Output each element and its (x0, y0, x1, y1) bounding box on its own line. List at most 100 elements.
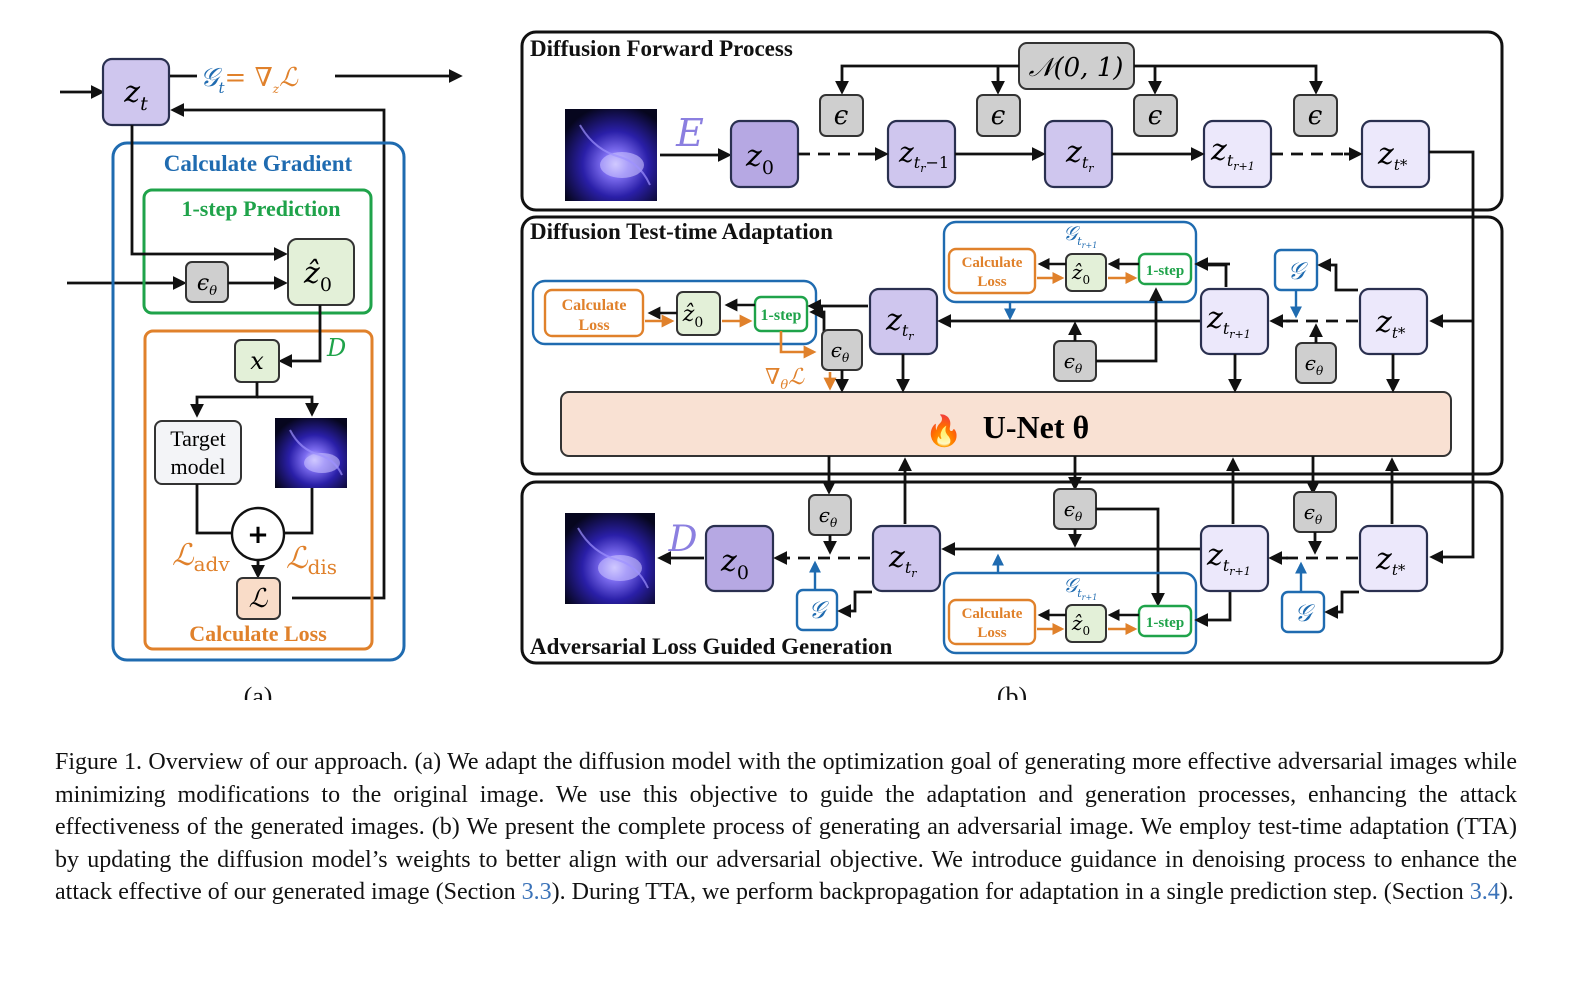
G-mid-sub: t (1077, 235, 1082, 248)
eps-tta1-label: ϵ (831, 338, 842, 362)
tta-frame (520, 215, 1504, 476)
eps-tta3-label: ϵ (1305, 351, 1316, 375)
ztrp1-tta-subsub: r+1 (1229, 328, 1250, 341)
unet-label: U-Net θ (983, 409, 1089, 445)
eq-nabla: = ∇ (225, 63, 273, 93)
z-t-label: z (123, 75, 140, 110)
eps-tta3-sub: θ (1316, 364, 1324, 378)
caption-ref-section-3-4[interactable]: 3.4 (1469, 879, 1500, 905)
image-thumbnail-generated (565, 513, 655, 604)
eps-gen2-sub: θ (1075, 510, 1083, 524)
z0hat-gen-mid-sub: 0 (1082, 624, 1090, 638)
zts-gen-sub: t* (1392, 561, 1406, 579)
G-gen-mid-sub: t (1077, 587, 1082, 600)
node-eps-4 (1293, 94, 1338, 137)
svg-text:ztr: ztr (1065, 135, 1094, 175)
svg-text:zt*: zt* (1377, 137, 1408, 174)
L-dis-label: ℒ (286, 541, 309, 576)
calc-loss-tta-mid-l2: Loss (977, 274, 1006, 290)
ztr-tta-sub: t (902, 321, 909, 340)
caption-ref-section-3-3[interactable]: 3.3 (521, 879, 552, 905)
one-step-tta-mid-label: 1-step (1146, 263, 1184, 279)
svg-text:ztr+1: ztr+1 (1206, 301, 1251, 341)
ztr-f-subsub: r (1088, 162, 1094, 175)
unet-flame-icon: 🔥 (925, 413, 962, 448)
caption-text-3: ). (1499, 879, 1514, 905)
caption-text-2: ). During TTA, we perform backpropagatio… (551, 879, 1470, 905)
zts-f-label: z (1377, 137, 1394, 172)
ztr-f-sub: t (1082, 153, 1089, 172)
sublabel-b: (b) (997, 682, 1027, 700)
G-mid-label: 𝒢 (1063, 221, 1081, 245)
panel-a: zt 𝒢t= ∇zℒ Calculate Gradient 1-step Pre… (60, 57, 463, 700)
ztr-gen-sub: t (905, 558, 912, 577)
image-thumbnail-forward (565, 109, 657, 201)
node-z0-generation (704, 524, 775, 593)
G-mid-subsub: r+1 (1082, 241, 1098, 250)
svg-text:ẑ0: ẑ0 (1071, 260, 1090, 287)
svg-text:𝒢tr+1: 𝒢tr+1 (1063, 573, 1097, 602)
zts-f-sub: t* (1394, 156, 1408, 174)
loss-L-label: ℒ (249, 584, 269, 614)
arrow-decode (278, 305, 322, 368)
calculate-loss-label: Calculate Loss (189, 621, 327, 646)
z0hat-gen-mid-label: ẑ (1071, 611, 1083, 635)
z0hat-tta-mid-sub: 0 (1082, 273, 1090, 287)
svg-text:ẑ0: ẑ0 (682, 302, 704, 331)
node-z-t (101, 57, 171, 127)
eps-4-label: ϵ (1308, 101, 1323, 131)
svg-text:ϵθ: ϵθ (1304, 500, 1323, 527)
ztrm1-label: z (898, 136, 914, 169)
eq-G: 𝒢 (200, 63, 223, 93)
svg-text:zt*: zt* (1375, 305, 1406, 342)
panel-b: Diffusion Forward Process Diffusion Test… (520, 30, 1504, 700)
svg-text:ẑ0: ẑ0 (303, 256, 332, 296)
zts-tta-sub: t* (1392, 324, 1406, 342)
node-eps-3 (1133, 94, 1178, 137)
G-gen-mid-subsub: r+1 (1082, 593, 1098, 602)
svg-text:zt: zt (123, 75, 148, 115)
grad-theta-sub: θ (780, 378, 788, 393)
svg-text:ztr+1: ztr+1 (1206, 538, 1251, 578)
ztrp1-f-label: z (1210, 133, 1227, 168)
eps-3-label: ϵ (1148, 101, 1163, 131)
ztr-gen-label: z (888, 540, 905, 575)
one-step-prediction-box (142, 188, 373, 315)
ztr-tta-subsub: r (908, 330, 914, 343)
one-step-box-tta-mid (1137, 252, 1193, 286)
calc-loss-box-tta-mid (947, 247, 1037, 295)
ztrp1-tta-sub: t (1223, 319, 1230, 338)
svg-text:𝒢tr+1: 𝒢tr+1 (1063, 221, 1097, 250)
one-step-box-gen-mid (1137, 604, 1193, 638)
svg-text:ℒdis: ℒdis (286, 541, 337, 579)
ztrm1-sub: t (914, 153, 921, 172)
svg-text:z0: z0 (745, 139, 774, 179)
L-adv-sub: adv (194, 552, 231, 576)
node-loss (236, 577, 281, 620)
z0hat-sub: 0 (320, 274, 332, 296)
z0-gen-label: z (720, 544, 737, 579)
L-dis-sub: dis (308, 555, 337, 579)
svg-text:ϵθ: ϵθ (1064, 497, 1083, 524)
arrow-zt-to-z0hat (130, 125, 288, 261)
svg-text:ϵθ: ϵθ (1305, 351, 1324, 378)
eps-label: ϵ (197, 271, 209, 296)
generation-title: Adversarial Loss Guided Generation (530, 634, 892, 659)
svg-text:ztr: ztr (888, 540, 917, 580)
node-z-tstar-forward (1360, 119, 1431, 189)
svg-text:zt*: zt* (1375, 542, 1406, 579)
gradient-equation: 𝒢t= ∇zℒ (200, 63, 299, 97)
eps-gen3-label: ϵ (1304, 500, 1315, 524)
image-thumbnail-a (275, 418, 347, 488)
ztrm1-tail: −1 (925, 153, 949, 172)
z-t-sub: t (140, 93, 148, 115)
node-eps-1 (819, 94, 864, 137)
generation-frame (520, 480, 1504, 665)
feedback-arrow (170, 103, 386, 600)
z0hat-label: ẑ (303, 256, 320, 291)
calc-loss-gen-mid-l2: Loss (977, 625, 1006, 641)
eps-gen1-sub: θ (830, 516, 838, 530)
node-z0hat-gen-mid (1065, 604, 1107, 643)
eps-boxes: ϵ ϵ ϵ ϵ (819, 94, 1338, 137)
svg-text:ẑ0: ẑ0 (1071, 611, 1090, 638)
